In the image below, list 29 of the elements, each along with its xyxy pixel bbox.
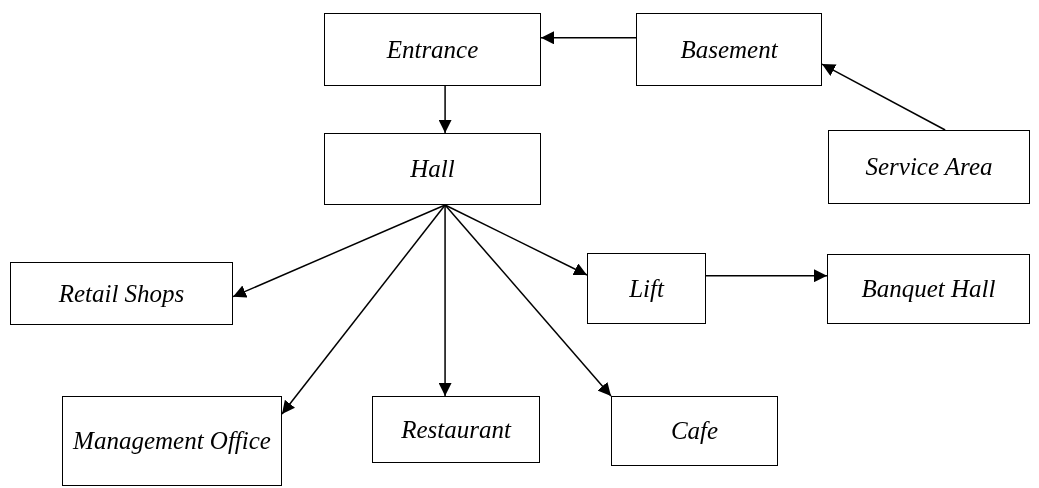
- room-label: Restaurant: [401, 414, 511, 445]
- arrow: [705, 269, 828, 283]
- room-label: Entrance: [386, 34, 479, 65]
- room-box: [372, 396, 540, 463]
- room-box: [10, 262, 233, 325]
- arrow: [438, 85, 452, 134]
- room-label: Retail Shops: [58, 278, 185, 309]
- arrow: [444, 204, 612, 397]
- arrow: [821, 63, 946, 131]
- room-label: Hall: [410, 154, 455, 185]
- arrow: [540, 31, 637, 45]
- room-label: Service Area: [865, 152, 993, 183]
- room-label: Banquet Hall: [861, 274, 996, 305]
- room-box: [587, 253, 706, 324]
- room-label: Management Office: [73, 426, 271, 457]
- arrow: [444, 204, 588, 276]
- arrow: [232, 204, 446, 298]
- room-box: [324, 133, 541, 205]
- room-box: [828, 130, 1030, 204]
- room-label: Lift: [629, 273, 664, 304]
- room-label: Basement: [680, 34, 778, 65]
- arrow: [281, 204, 446, 415]
- room-box: [636, 13, 822, 86]
- room-box: [324, 13, 541, 86]
- room-box: [827, 254, 1030, 324]
- room-box: [611, 396, 778, 466]
- room-box: [62, 396, 282, 486]
- arrow: [438, 204, 452, 397]
- room-label: Cafe: [670, 416, 719, 447]
